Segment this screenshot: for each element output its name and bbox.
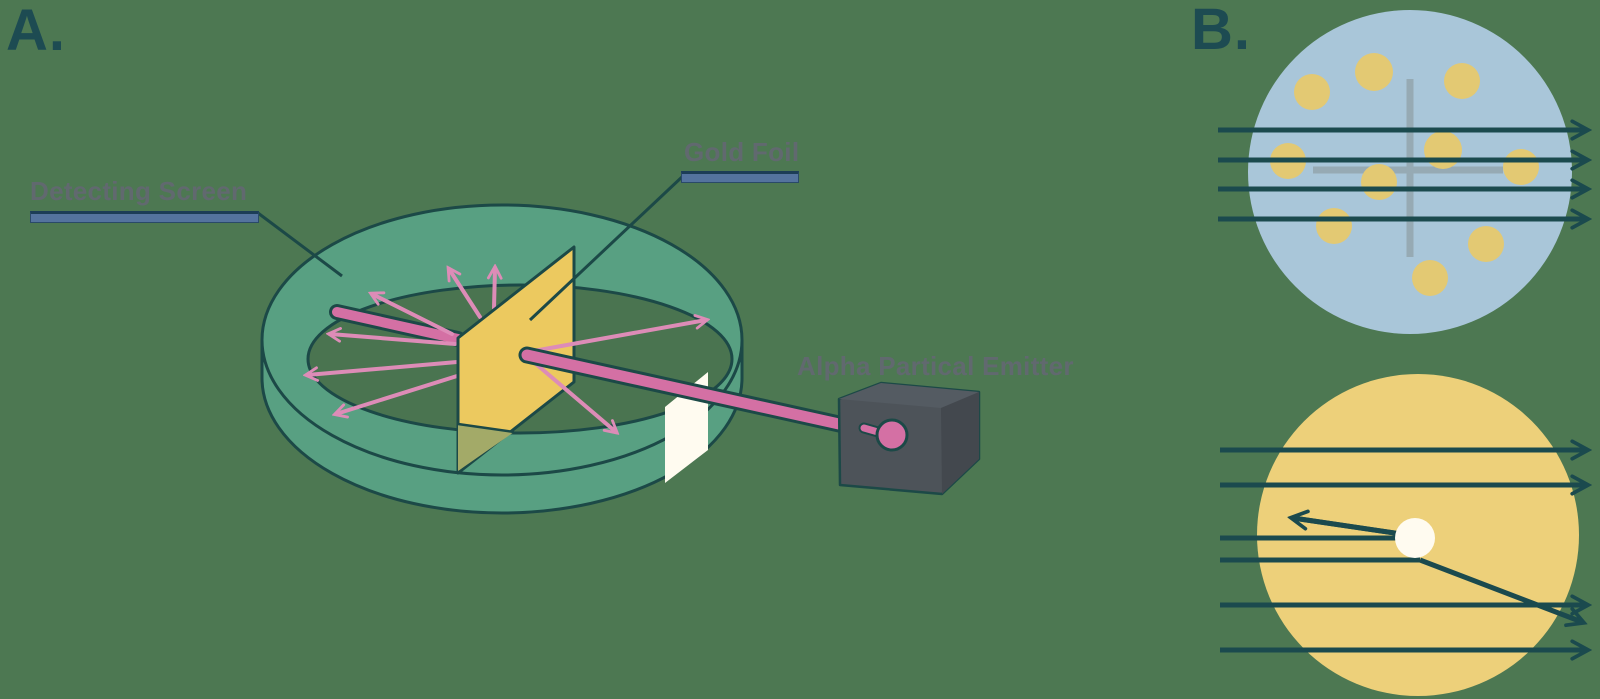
charge-dot (1503, 149, 1539, 185)
scattered-ray (494, 268, 495, 310)
charge-dot (1361, 164, 1397, 200)
gold-foil-leader-line (528, 174, 685, 322)
emitter-side-face (941, 392, 979, 494)
alpha-ray-deflected (1419, 557, 1582, 622)
scattered-ray (527, 356, 616, 432)
alpha-beam-incoming (518, 346, 857, 435)
charge-dot (1424, 131, 1462, 169)
nucleus (1395, 518, 1435, 558)
scattered-ray (449, 269, 482, 319)
alpha-emitter-label: Alpha Partical Emitter (797, 351, 1074, 381)
charge-dot (1412, 260, 1448, 296)
gold-foil-label: Gold Foil (684, 137, 800, 167)
emitter-aperture (875, 418, 909, 452)
charge-dot (1294, 74, 1330, 110)
backscattered-rays (526, 320, 706, 432)
nuclear-model (1220, 374, 1586, 696)
alpha-ray-backscattered (1293, 518, 1409, 538)
scattered-ray (526, 320, 706, 354)
plum-pudding-model (1218, 10, 1586, 334)
gold-foil-submerged-tip (458, 424, 514, 471)
gold-foil-label-underline (681, 171, 799, 183)
emitter-nozzle (860, 424, 882, 436)
panel-a-letter: A. (6, 0, 66, 63)
detecting-screen-leader-line (257, 211, 343, 278)
detecting-screen-label-underline (30, 211, 259, 223)
panel-b-letter: B. (1191, 0, 1251, 62)
charge-dot (1444, 63, 1480, 99)
emitter-top-face (839, 383, 979, 408)
scattered-ray (372, 294, 454, 336)
scattered-ray (336, 374, 459, 414)
charge-dot (1355, 53, 1393, 91)
scattered-alpha-rays (307, 268, 495, 414)
alpha-beam-transmitted (329, 304, 466, 347)
scattered-ray (307, 360, 459, 375)
floor-edge-over-foil (457, 422, 515, 434)
charge-dot (1316, 208, 1352, 244)
detecting-screen-label: Detecting Screen (30, 176, 248, 206)
gold-foil (456, 245, 576, 475)
plus-charge-cross (1313, 79, 1503, 257)
scattered-ray (330, 334, 457, 346)
deflected-and-straight-rays (1220, 450, 1586, 650)
alpha-particle-emitter (837, 381, 981, 496)
charge-dot (1468, 226, 1504, 262)
straight-through-rays (1218, 130, 1586, 219)
